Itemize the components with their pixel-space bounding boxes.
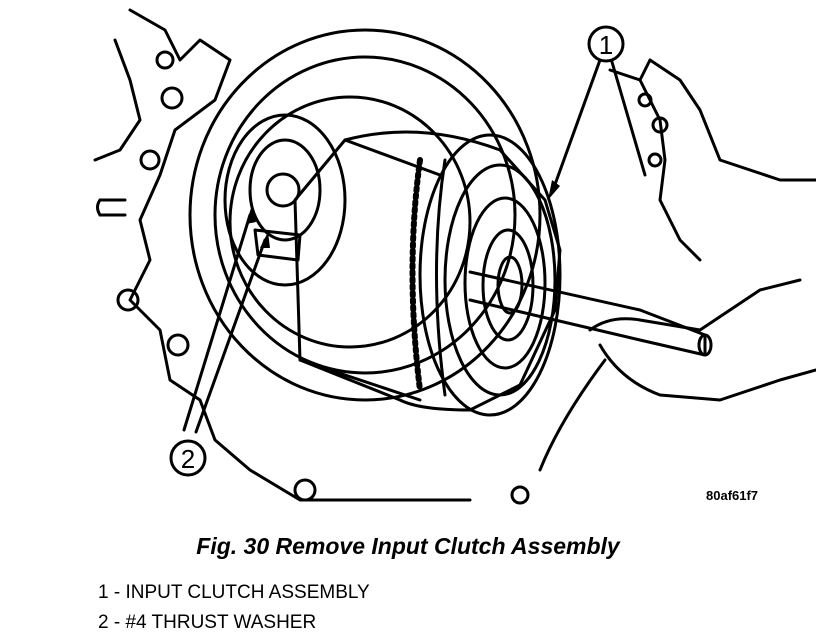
callout-2-arrowhead	[260, 232, 270, 248]
right-bracket	[608, 58, 816, 262]
transmission-case-outline	[128, 8, 472, 502]
rear-hub-outer	[223, 113, 347, 287]
callout-1-arrowhead	[548, 180, 560, 200]
figure-title: Fig. 30 Remove Input Clutch Assembly	[196, 533, 620, 559]
bracket-hole	[651, 116, 669, 134]
input-clutch-removal-illustration: 1 2	[93, 8, 816, 505]
case-bore-step	[228, 95, 472, 349]
callout-2-circle	[169, 439, 207, 477]
callout-2-leader-a	[182, 213, 252, 432]
drum-bottom-edge	[298, 358, 422, 402]
callout-1-circle	[587, 25, 625, 63]
drum-face-outer	[418, 133, 562, 417]
case-bolt-hole	[116, 288, 140, 312]
case-stud	[96, 198, 127, 217]
rear-hub-inner	[248, 138, 322, 242]
shaft-end	[697, 333, 713, 357]
drum-spline-band-edge	[435, 158, 447, 397]
bracket-hole	[647, 152, 663, 168]
drum-face-ring-1	[443, 163, 557, 397]
drum-face-hub	[496, 255, 524, 315]
callout-1-number: 1	[599, 30, 613, 60]
case-bore-inner	[213, 55, 517, 375]
callout-2-number: 2	[181, 444, 195, 474]
drum-spline-band	[409, 157, 423, 393]
case-bore-outer	[188, 28, 542, 402]
case-bolt-hole	[293, 478, 317, 502]
legend: 1 - INPUT CLUTCH ASSEMBLY 2 - #4 THRUST …	[98, 578, 370, 638]
callout-1-leader-a	[551, 58, 602, 192]
bracket-hole	[637, 92, 653, 108]
case-bolt-hole	[139, 149, 161, 171]
case-inner-edge	[93, 38, 142, 162]
thrust-washer	[265, 172, 301, 208]
legend-item-1: 1 - INPUT CLUTCH ASSEMBLY	[98, 582, 370, 603]
figure-reference-code: 80af61f7	[706, 488, 759, 503]
callout-2-leader-b	[194, 238, 267, 434]
case-bolt-hole	[160, 86, 184, 110]
drum-face-ring-2	[463, 196, 547, 370]
callout-1-leader-b	[610, 60, 647, 177]
case-bolt-hole	[166, 333, 190, 357]
case-bolt-hole	[155, 50, 175, 70]
case-bolt-hole	[510, 485, 530, 505]
input-shaft	[468, 270, 707, 357]
callout-2-arrowhead	[246, 205, 256, 224]
legend-item-2: 2 - #4 THRUST WASHER	[98, 612, 317, 633]
technician-hand	[538, 278, 816, 472]
drum-top-edge	[343, 138, 442, 177]
